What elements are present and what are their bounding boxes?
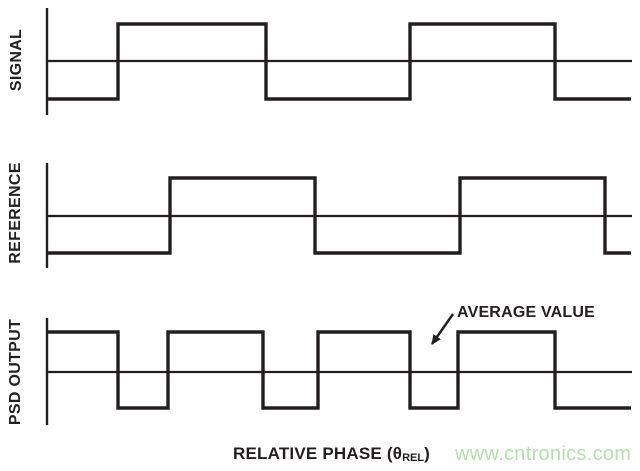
- y-axis-label-psd-output: PSD OUTPUT: [7, 318, 24, 426]
- y-axis-label-signal: SIGNAL: [8, 28, 25, 92]
- average-value-arrow: [431, 313, 454, 345]
- theta-symbol: θ: [392, 444, 403, 463]
- x-axis-label: RELATIVE PHASE (θREL): [233, 444, 430, 464]
- x-axis-label-suffix: ): [424, 444, 430, 463]
- theta-subscript: REL: [402, 452, 425, 464]
- watermark-text: www.cntronics.com: [455, 443, 632, 465]
- y-axis-label-reference: REFERENCE: [7, 162, 24, 264]
- x-axis-label-prefix: RELATIVE PHASE (: [233, 444, 393, 463]
- waveform-traces: [45, 8, 632, 425]
- average-value-label: AVERAGE VALUE: [457, 304, 596, 321]
